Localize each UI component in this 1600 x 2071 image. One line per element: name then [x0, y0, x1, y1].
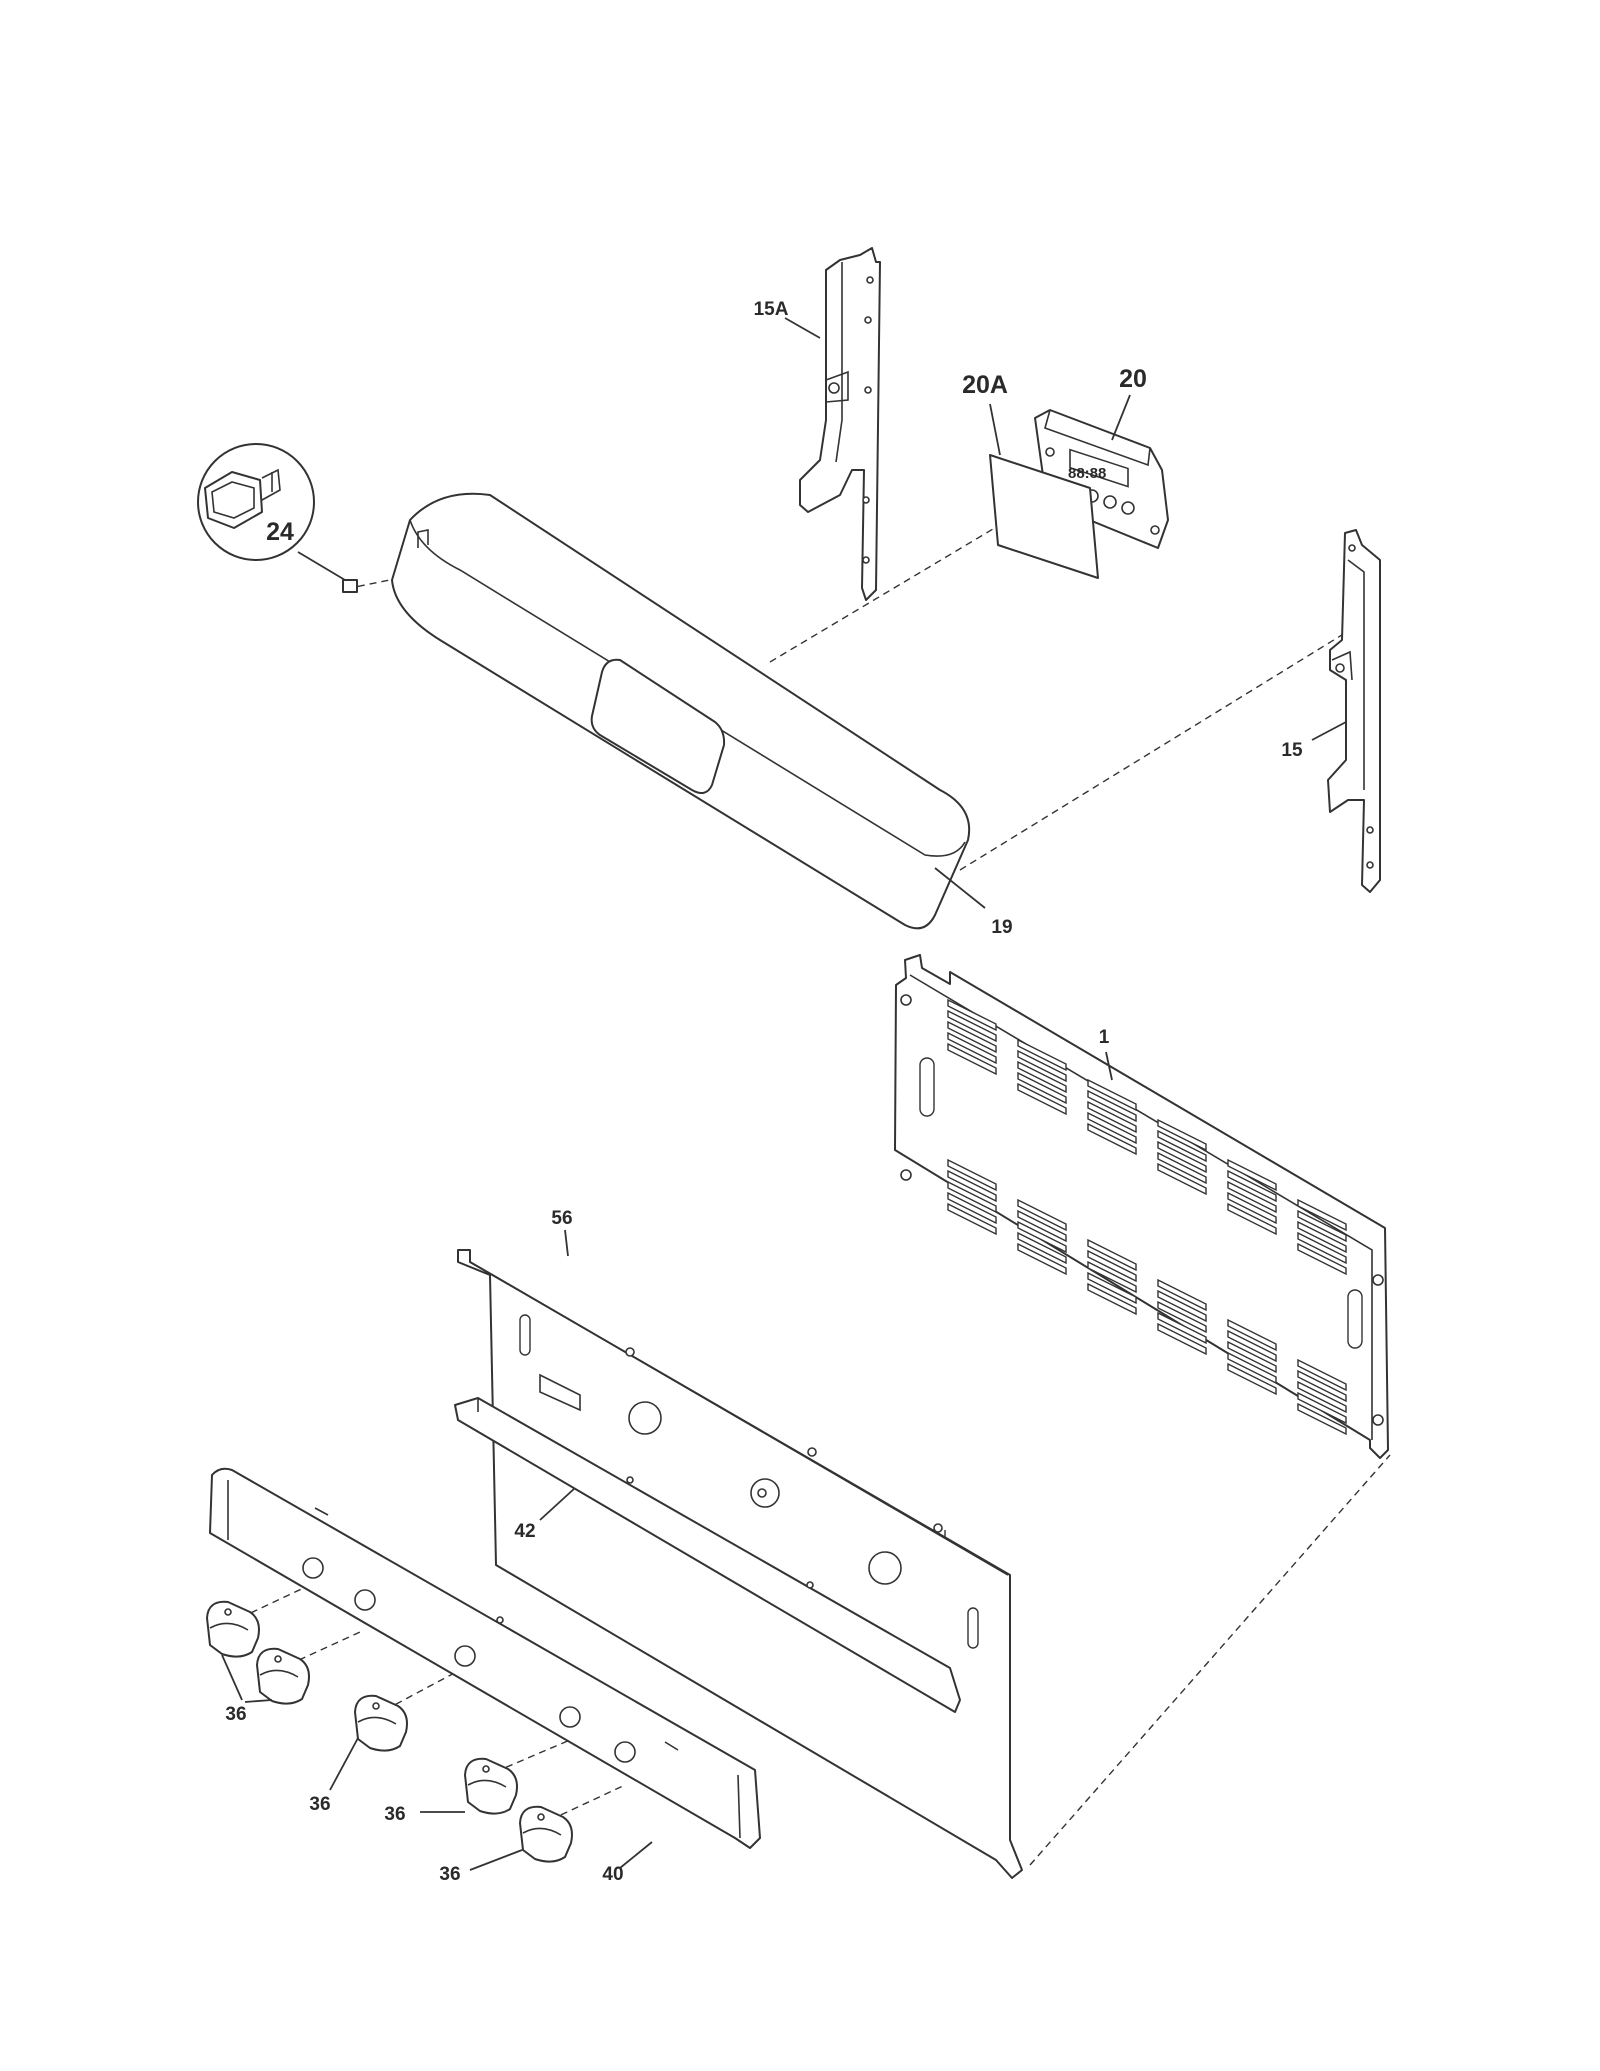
louver-slot [1087, 1100, 1137, 1134]
louver-slot [1227, 1158, 1277, 1192]
label-1: 1 [1099, 1027, 1110, 1048]
louver-slot [1157, 1311, 1207, 1345]
louver-slot [1017, 1220, 1067, 1254]
louver-slot [1297, 1369, 1347, 1403]
louver-slot [1087, 1282, 1137, 1316]
label-20: 20 [1119, 365, 1147, 393]
louver-slot [1227, 1362, 1277, 1396]
louver-slot [1087, 1260, 1137, 1294]
louver-slot [1227, 1329, 1277, 1363]
louver-slot [947, 1031, 997, 1065]
overlay-20a [989, 454, 1099, 579]
louver-slot [1227, 1191, 1277, 1225]
electronic-clock-control-20: 88:88 [1034, 409, 1169, 549]
louver-slot [1087, 1111, 1137, 1145]
upper-leader-lines [784, 317, 1131, 456]
louver-slot [1297, 1391, 1347, 1425]
label-56: 56 [551, 1208, 572, 1229]
clock-display-readout: 88:88 [1068, 465, 1106, 482]
label-42: 42 [514, 1521, 535, 1542]
louver-slot [1227, 1169, 1277, 1203]
label-36-c: 36 [384, 1804, 405, 1825]
louver-slot [947, 998, 997, 1032]
louver-slot [1157, 1118, 1207, 1152]
label-36-d: 36 [439, 1864, 460, 1885]
louver-slot [947, 1020, 997, 1054]
louver-slot [1017, 1082, 1067, 1116]
rear-panel-1 [894, 954, 1389, 1459]
louver-slot [947, 1202, 997, 1236]
label-40: 40 [602, 1864, 623, 1885]
louver-slot [1297, 1220, 1347, 1254]
louver-slot [1087, 1271, 1137, 1305]
louver-slot [1017, 1231, 1067, 1265]
louver-slot [1157, 1278, 1207, 1312]
knob-1 [206, 1600, 260, 1658]
label-36-a: 36 [225, 1704, 246, 1725]
control-panel-front-40 [209, 1467, 761, 1869]
vent-louvers [947, 998, 1347, 1436]
louver-slot [1087, 1249, 1137, 1283]
end-bracket-15a [799, 247, 881, 601]
louver-slot [947, 1158, 997, 1192]
label-15: 15 [1281, 740, 1303, 761]
louver-slot [1227, 1351, 1277, 1385]
louver-slot [1157, 1151, 1207, 1185]
louver-slot [1157, 1162, 1207, 1196]
louver-slot [1017, 1198, 1067, 1232]
label-24: 24 [266, 518, 294, 546]
louver-slot [1297, 1209, 1347, 1243]
louver-slot [1017, 1038, 1067, 1072]
louver-slot [947, 1009, 997, 1043]
trim-strip-42 [454, 1397, 961, 1713]
louver-slot [1087, 1078, 1137, 1112]
louver-slot [1297, 1402, 1347, 1436]
louver-slot [1017, 1242, 1067, 1276]
louver-slot [1227, 1318, 1277, 1352]
louver-slot [1087, 1238, 1137, 1272]
louver-slot [1227, 1180, 1277, 1214]
label-36-b: 36 [309, 1794, 330, 1815]
rocker-switch-24 [197, 443, 358, 593]
louver-slot [1297, 1198, 1347, 1232]
label-20a: 20A [962, 371, 1008, 399]
louver-slot [1227, 1340, 1277, 1374]
louver-slot [1017, 1060, 1067, 1094]
knob-3 [354, 1694, 408, 1752]
label-15a: 15A [754, 299, 789, 320]
louver-slot [1297, 1231, 1347, 1265]
louver-slot [947, 1042, 997, 1076]
louver-slot [1227, 1202, 1277, 1236]
louver-slot [1017, 1049, 1067, 1083]
knob-5 [519, 1805, 573, 1863]
end-bracket-15 [1311, 529, 1381, 893]
louver-slot [947, 1169, 997, 1203]
louver-slot [1017, 1209, 1067, 1243]
knob-2 [256, 1647, 310, 1705]
louver-slot [947, 1180, 997, 1214]
louver-slot [1087, 1122, 1137, 1156]
control-knobs-36 [206, 1600, 573, 1871]
louver-slot [1087, 1089, 1137, 1123]
louver-slot [1297, 1380, 1347, 1414]
backguard-19 [391, 492, 986, 930]
louver-slot [1157, 1129, 1207, 1163]
part-labels: 1 15 15A 19 20 20A 24 36 36 36 36 40 42 … [225, 299, 1303, 1885]
louver-slot [1297, 1242, 1347, 1276]
louver-slot [1017, 1071, 1067, 1105]
louver-slot [947, 1191, 997, 1225]
knob-4 [464, 1757, 518, 1815]
label-19: 19 [991, 917, 1012, 938]
louver-slot [1157, 1289, 1207, 1323]
louver-slot [1157, 1300, 1207, 1334]
louver-slot [1157, 1140, 1207, 1174]
louver-slot [1297, 1358, 1347, 1392]
louver-slot [1157, 1322, 1207, 1356]
